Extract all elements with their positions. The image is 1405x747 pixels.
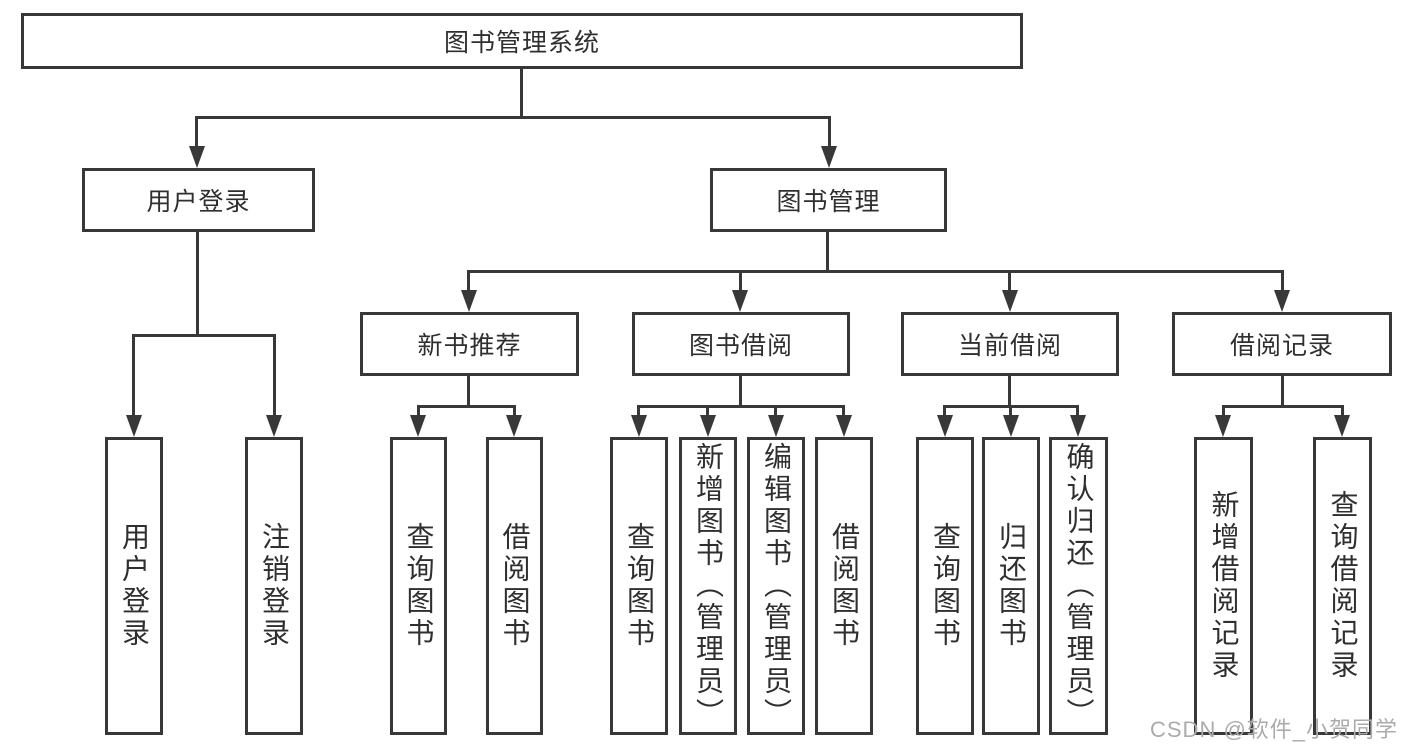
connector-line: [1008, 376, 1011, 408]
node-borrowing-records: 借阅记录: [1172, 312, 1392, 376]
watermark: CSDN @软件_小贺同学: [1150, 717, 1399, 742]
arrow-head: [126, 415, 142, 437]
leaf-recommend-borrow-books: 借阅图书: [486, 437, 543, 735]
arrow-head: [1003, 415, 1019, 437]
arrow-head: [506, 415, 522, 437]
node-book-borrowing: 图书借阅: [632, 312, 850, 376]
node-book-borrowing-label: 图书借阅: [688, 332, 793, 360]
arrow-head: [266, 415, 282, 437]
connector-line: [513, 405, 516, 418]
connector-line: [195, 116, 198, 150]
node-current-borrowing-label: 当前借阅: [957, 332, 1062, 360]
arrow-head: [937, 415, 953, 437]
leaf-current-confirm-return-admin: 确认归还（管理员）: [1049, 437, 1108, 735]
connector-line: [637, 405, 640, 418]
arrow-head: [821, 146, 837, 168]
connector-line: [1281, 270, 1284, 293]
arrow-head: [410, 415, 426, 437]
arrow-head: [700, 415, 716, 437]
leaf-current-query-books: 查询图书: [916, 437, 974, 735]
connector-line: [842, 405, 845, 418]
arrow-head: [189, 146, 205, 168]
leaf-user-login: 用户登录: [105, 437, 163, 735]
connector-line: [739, 376, 742, 408]
connector-line: [739, 270, 742, 293]
arrow-head: [1215, 415, 1231, 437]
connector-line: [132, 334, 276, 337]
arrow-head: [1334, 415, 1350, 437]
connector-line: [196, 232, 199, 337]
connector-line: [417, 405, 516, 408]
arrow-head: [631, 415, 647, 437]
node-user-login-label: 用户登录: [146, 188, 251, 216]
leaf-records-add-record: 新增借阅记录: [1194, 437, 1253, 735]
leaf-records-query-record: 查询借阅记录: [1313, 437, 1372, 735]
connector-line: [1222, 405, 1344, 408]
connector-line: [467, 270, 1284, 273]
arrow-head: [836, 415, 852, 437]
leaf-borrowing-edit-books-admin: 编辑图书（管理员）: [747, 437, 805, 735]
node-borrowing-records-label: 借阅记录: [1229, 332, 1334, 360]
connector-line: [828, 116, 831, 150]
connector-line: [774, 405, 777, 418]
arrow-head: [461, 290, 477, 312]
connector-line: [1008, 270, 1011, 293]
connector-line: [1076, 405, 1079, 418]
connector-line: [1281, 376, 1284, 408]
leaf-borrowing-borrow-books: 借阅图书: [815, 437, 873, 735]
leaf-current-return-books: 归还图书: [982, 437, 1040, 735]
connector-line: [195, 116, 831, 119]
arrow-head: [1002, 290, 1018, 312]
arrow-head: [1070, 415, 1086, 437]
connector-line: [1222, 405, 1225, 418]
arrow-head: [732, 290, 748, 312]
connector-line: [467, 376, 470, 408]
arrow-head: [1274, 290, 1290, 312]
node-new-book-recommend-label: 新书推荐: [417, 332, 522, 360]
node-root: 图书管理系统: [21, 13, 1023, 69]
connector-line: [273, 334, 276, 417]
connector-line: [417, 405, 420, 418]
arrow-head: [768, 415, 784, 437]
leaf-borrowing-add-books-admin: 新增图书（管理员）: [679, 437, 737, 735]
connector-line: [467, 270, 470, 293]
connector-line: [637, 405, 845, 408]
connector-line: [520, 69, 523, 119]
leaf-borrowing-query-books: 查询图书: [610, 437, 668, 735]
node-user-login-module: 用户登录: [82, 168, 315, 232]
node-book-management: 图书管理: [710, 168, 947, 232]
connector-line: [132, 334, 135, 417]
connector-line: [1341, 405, 1344, 418]
leaf-recommend-query-books: 查询图书: [390, 437, 447, 735]
connector-line: [943, 405, 946, 418]
leaf-logout: 注销登录: [245, 437, 303, 735]
node-current-borrowing: 当前借阅: [901, 312, 1119, 376]
node-root-label: 图书管理系统: [443, 29, 600, 57]
node-book-management-label: 图书管理: [776, 188, 881, 216]
connector-line: [1009, 405, 1012, 418]
node-new-book-recommend: 新书推荐: [360, 312, 579, 376]
connector-line: [706, 405, 709, 418]
connector-line: [826, 232, 829, 273]
